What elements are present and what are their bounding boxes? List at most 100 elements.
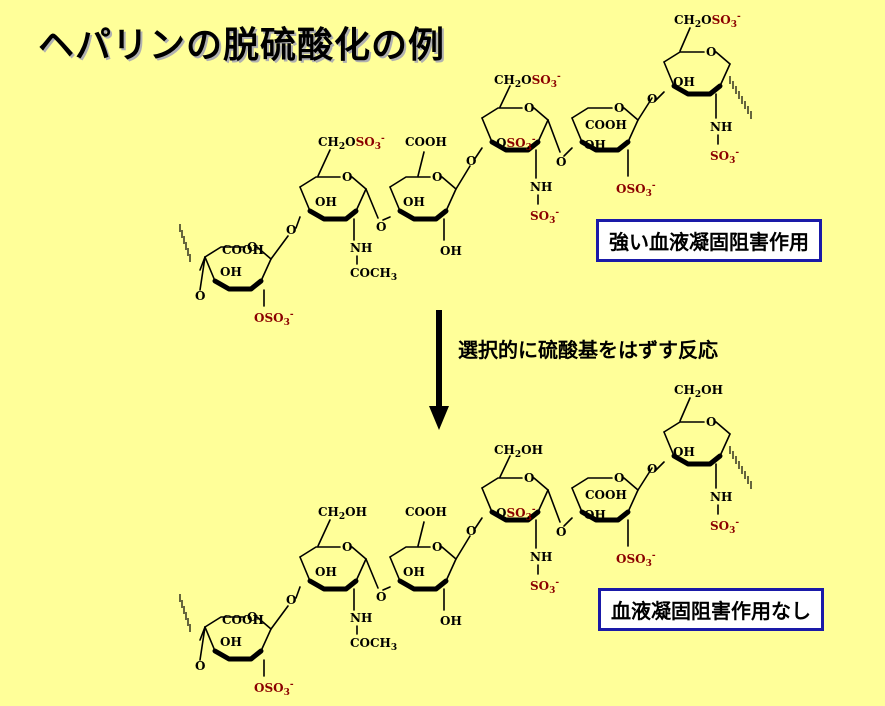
ring-side-edge <box>299 556 311 582</box>
ring-oxygen: O <box>706 415 716 429</box>
ring-front-edge <box>489 139 541 153</box>
ring-oxygen: O <box>524 101 534 115</box>
ring-oxygen: O <box>614 101 624 115</box>
oh-label: OH <box>315 195 337 209</box>
glycosidic-oxygen: O <box>286 593 296 607</box>
oh-label: OH <box>403 195 425 209</box>
ring-back-edge <box>571 477 613 489</box>
sugar-ring-5 <box>571 477 639 523</box>
ring-front-edge <box>212 648 264 662</box>
n-sulfate-label: SO3- <box>530 208 559 226</box>
ring-oxygen: O <box>432 170 442 184</box>
ring-side-edge <box>260 628 272 652</box>
ring-back-edge <box>481 107 523 119</box>
ring-back-edge <box>351 176 367 190</box>
ring-front-edge <box>671 83 723 97</box>
oh-label: OH <box>403 565 425 579</box>
sugar-ring-2 <box>299 176 367 222</box>
ring-side-edge <box>204 626 216 652</box>
bond <box>417 521 425 547</box>
acetyl-label: COCH3 <box>350 266 397 283</box>
ch2-osulfate-label: CH2OSO3- <box>318 134 385 152</box>
bond <box>679 397 691 422</box>
bond <box>270 235 289 260</box>
glycosidic-oxygen: O <box>195 289 205 303</box>
bond <box>637 97 653 121</box>
bond <box>295 586 301 599</box>
reaction-arrow <box>429 310 449 430</box>
cooh-label: COOH <box>405 505 447 519</box>
ring-back-edge <box>533 477 549 491</box>
ring-side-edge <box>445 558 457 582</box>
ring-side-edge <box>719 433 731 457</box>
n-sulfate-label: SO3- <box>710 518 739 536</box>
ring-back-edge <box>715 421 731 435</box>
nh-label: NH <box>530 180 552 194</box>
ring-back-edge <box>299 546 341 558</box>
ring-side-edge <box>481 117 493 143</box>
bond <box>655 461 665 471</box>
bond <box>295 216 301 229</box>
ring-side-edge <box>445 188 457 212</box>
ring-side-edge <box>355 558 367 582</box>
bond <box>317 519 331 547</box>
ring-back-edge <box>571 107 613 119</box>
oh-label: OH <box>440 614 462 628</box>
n-sulfate-label: SO3- <box>530 578 559 596</box>
cooh-label: COOH <box>405 135 447 149</box>
ring-oxygen: O <box>524 471 534 485</box>
cooh-label: COOH <box>222 613 264 627</box>
glycosidic-oxygen: O <box>376 220 386 234</box>
bond <box>655 91 665 101</box>
bond <box>473 517 483 531</box>
ring-side-edge <box>571 487 583 513</box>
ring-front-edge <box>307 578 359 592</box>
nh-label: NH <box>530 550 552 564</box>
ring-back-edge <box>441 546 457 560</box>
ch2oh-label: CH2OH <box>318 505 367 522</box>
bond <box>547 489 561 523</box>
ring-front-edge <box>307 208 359 222</box>
glycosidic-oxygen: O <box>647 462 657 476</box>
ring-side-edge <box>627 489 639 513</box>
ring-side-edge <box>204 256 216 282</box>
bond <box>270 605 289 630</box>
nh-label: NH <box>350 241 372 255</box>
acetyl-label: COCH3 <box>350 636 397 653</box>
ring-side-edge <box>355 188 367 212</box>
ch2-osulfate-label: CH2OSO3- <box>674 12 741 30</box>
ring-side-edge <box>537 119 549 143</box>
ring-back-edge <box>441 176 457 190</box>
ring-side-edge <box>537 489 549 513</box>
glycosidic-oxygen: O <box>556 525 566 539</box>
sugar-ring-3 <box>389 176 457 222</box>
bond <box>199 256 206 291</box>
oh-label: OH <box>440 244 462 258</box>
o-sulfate-label: OSO3- <box>496 135 536 153</box>
sugar-ring-2 <box>299 546 367 592</box>
n-sulfate-label: SO3- <box>710 148 739 166</box>
ch2oh-label: CH2OH <box>494 443 543 460</box>
oh-label: OH <box>673 445 695 459</box>
bond <box>563 517 573 527</box>
ring-back-edge <box>663 51 705 63</box>
glycosidic-oxygen: O <box>466 524 476 538</box>
glycosidic-oxygen: O <box>376 590 386 604</box>
bond <box>499 455 511 478</box>
bond <box>365 558 379 589</box>
ring-back-edge <box>389 546 431 558</box>
bond <box>563 147 573 157</box>
ring-side-edge <box>389 186 401 212</box>
o-sulfate-label: OSO3- <box>254 310 294 328</box>
ring-back-edge <box>299 176 341 188</box>
arrow-shaft <box>436 310 442 408</box>
bond <box>679 27 691 52</box>
o-sulfate-label: OSO3- <box>254 680 294 698</box>
ring-back-edge <box>481 477 523 489</box>
ch2oh-label: CH2OH <box>674 383 723 400</box>
ring-back-edge <box>623 477 639 491</box>
bond <box>382 216 391 221</box>
ring-oxygen: O <box>432 540 442 554</box>
oh-label: OH <box>673 75 695 89</box>
